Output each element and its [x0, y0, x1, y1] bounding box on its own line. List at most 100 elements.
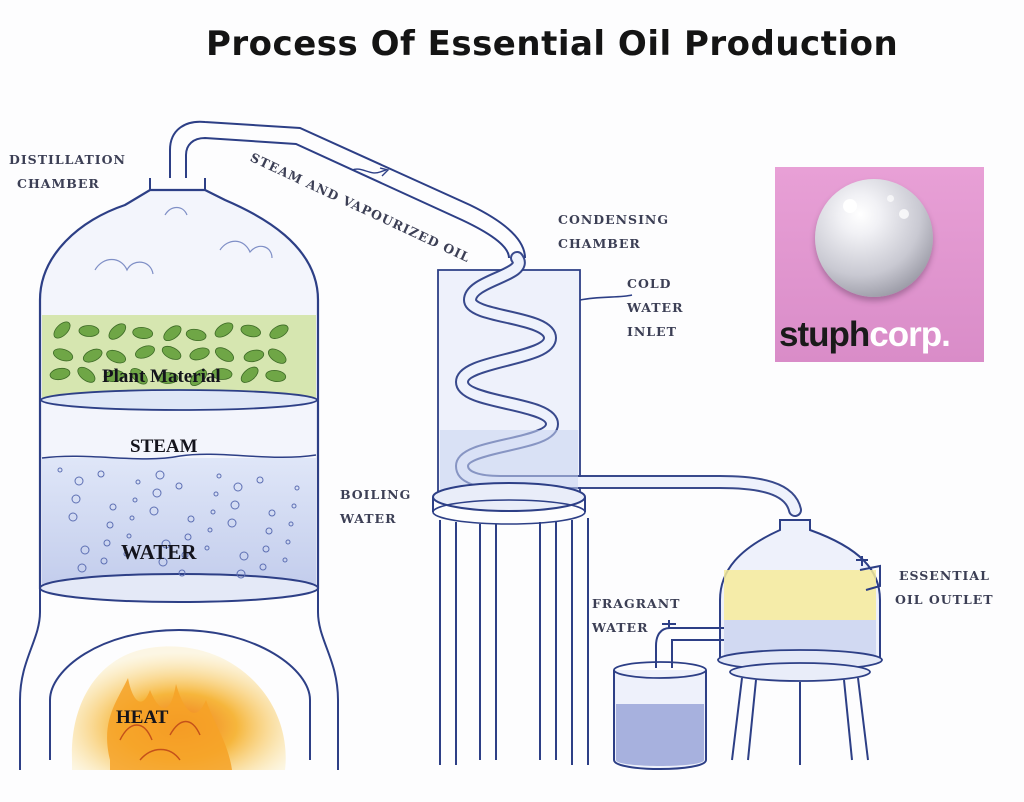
leaf-icon: [189, 347, 210, 361]
bubble: [285, 539, 291, 545]
bubble: [207, 527, 213, 533]
bubble: [175, 482, 183, 490]
leaf-icon: [106, 349, 127, 364]
sphere-highlight: [887, 195, 894, 202]
leaf-icon: [185, 328, 207, 342]
bubble: [178, 569, 186, 577]
leaf-icon: [82, 348, 103, 363]
label-steam: STEAM: [130, 436, 198, 457]
sphere-logo-icon: [815, 179, 933, 297]
bubble: [103, 539, 111, 547]
sphere-highlight: [843, 199, 857, 213]
bubble: [181, 551, 189, 559]
plant-leaves-layer: [49, 321, 289, 386]
label-cold-water-inlet: COLD WATER INLET: [627, 272, 683, 344]
stuphcorp-logo: stuphcorp.: [775, 167, 984, 362]
bubble: [135, 479, 141, 485]
label-line: CONDENSING: [558, 212, 670, 227]
logo-wordmark: stuphcorp.: [779, 315, 984, 355]
label-fragrant-water: FRAGRANT WATER: [592, 592, 680, 640]
label-line: INLET: [627, 324, 677, 339]
label-distillation-chamber: DISTILLATION CHAMBER: [9, 148, 126, 196]
leaf-icon: [77, 366, 96, 383]
label-line: WATER: [627, 300, 684, 315]
leaf-icon: [211, 368, 233, 380]
bubble: [155, 470, 165, 480]
bubble: [239, 551, 249, 561]
leaf-icon: [135, 345, 155, 359]
bubble: [187, 515, 195, 523]
label-boiling-water: BOILING WATER: [340, 483, 411, 531]
bubble: [129, 515, 135, 521]
leaf-icon: [265, 369, 287, 382]
bubble: [291, 503, 297, 509]
bubble: [80, 545, 90, 555]
bubble: [158, 557, 168, 567]
leaf-icon: [103, 370, 125, 382]
fragrant-water-beaker: [613, 661, 707, 770]
label-plant-material: Plant Material: [102, 366, 221, 387]
logo-word-corp: corp.: [869, 315, 951, 354]
label-line: WATER: [340, 511, 397, 526]
bubble: [282, 557, 288, 563]
bubble: [213, 491, 219, 497]
leaf-icon: [267, 348, 287, 364]
bubble: [97, 470, 105, 478]
flame-icon: [107, 678, 232, 770]
leaf-icon: [108, 323, 127, 340]
bubble: [230, 500, 240, 510]
bubble: [204, 545, 210, 551]
leaf-icon: [78, 325, 100, 337]
leaf-icon: [132, 327, 154, 339]
label-line: ESSENTIAL: [899, 568, 990, 583]
bubble: [268, 509, 276, 517]
leaf-icon: [130, 367, 148, 385]
bubble: [77, 563, 87, 573]
leaf-icon: [243, 349, 265, 363]
label-condensing-chamber: CONDENSING CHAMBER: [558, 208, 669, 256]
leaf-icon: [161, 345, 182, 360]
label-line: BOILING: [340, 487, 412, 502]
label-line: CHAMBER: [558, 236, 641, 251]
separator-flask: [655, 519, 883, 765]
bubble: [149, 506, 159, 516]
bubble: [161, 539, 171, 549]
label-line: OIL OUTLET: [895, 592, 994, 607]
sphere-highlight: [899, 209, 909, 219]
condenser-stand: [439, 518, 589, 765]
distillation-chamber: [38, 178, 320, 603]
bubble: [210, 509, 216, 515]
bubble: [57, 467, 63, 473]
bubble: [236, 569, 246, 579]
bubble: [256, 476, 264, 484]
logo-word-stuph: stuph: [779, 315, 870, 354]
label-line: WATER: [592, 620, 649, 635]
leaf-icon: [157, 372, 179, 384]
leaf-icon: [214, 322, 234, 338]
chamber-stand: [19, 588, 339, 770]
water-bubbles: [57, 467, 300, 579]
leaf-icon: [269, 324, 289, 339]
bubble: [100, 557, 108, 565]
bubble: [265, 527, 273, 535]
leaf-icon: [215, 347, 234, 362]
heat-source: [71, 646, 286, 770]
condensing-chamber: [432, 251, 802, 525]
page-title: Process Of Essential Oil Production: [206, 24, 899, 64]
label-line: FRAGRANT: [592, 596, 681, 611]
bubble: [184, 533, 192, 541]
leaf-icon: [189, 369, 208, 386]
steam-pipe: [169, 120, 526, 259]
leaf-icon: [240, 324, 261, 338]
leaf-icon: [240, 366, 259, 383]
leaf-icon: [53, 321, 71, 339]
label-line: DISTILLATION: [9, 152, 126, 167]
leaf-icon: [163, 325, 182, 342]
bubble: [123, 551, 129, 557]
leaf-icon: [49, 367, 71, 381]
label-line: CHAMBER: [17, 176, 100, 191]
label-water: WATER: [121, 540, 197, 564]
bubble: [132, 497, 138, 503]
bubble: [126, 533, 132, 539]
